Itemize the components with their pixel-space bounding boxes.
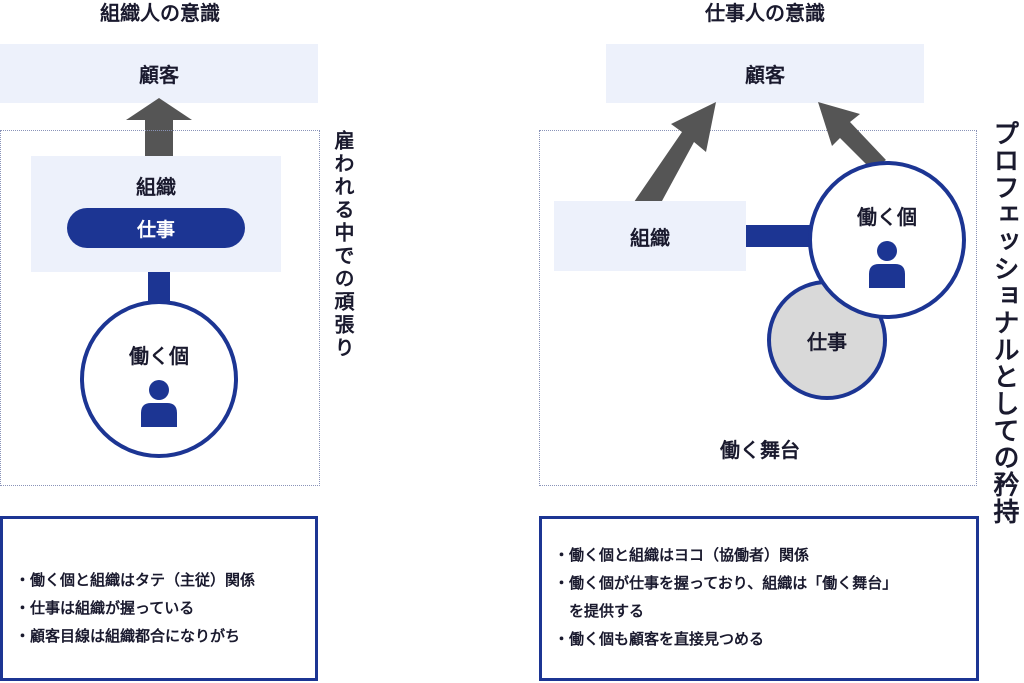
right-stage-label: 働く舞台 — [720, 438, 800, 462]
right-dotted-frame — [539, 130, 977, 486]
right-organization-label: 組織 — [630, 225, 670, 250]
left-customer-label: 顧客 — [139, 63, 179, 87]
right-organization-box: 組織 — [554, 201, 746, 271]
left-bullet-3: ・顧客目線は組織都合になりがち — [15, 627, 241, 645]
left-customer-box: 顧客 — [0, 44, 318, 103]
right-bullet-2: ・働く個が仕事を握っており、組織は「働く舞台」 — [554, 574, 898, 592]
left-connector — [148, 272, 170, 306]
left-job-pill: 仕事 — [67, 208, 245, 248]
right-bullet-2-cont: を提供する — [554, 602, 645, 620]
left-job-label: 仕事 — [136, 218, 175, 241]
left-bullet-2: ・仕事は組織が握っている — [15, 599, 195, 617]
right-arrow-from-individual — [818, 102, 886, 170]
right-individual-label: 働く個 — [857, 205, 917, 229]
right-arrow-from-organization — [634, 102, 716, 210]
left-organization-label: 組織 — [136, 175, 176, 199]
left-individual-circle: 働く個 — [80, 300, 238, 458]
left-dotted-frame — [0, 130, 320, 486]
right-bullet-box: ・働く個と組織はヨコ（協働者）関係 ・働く個が仕事を握っており、組織は「働く舞台… — [539, 516, 979, 681]
left-bullet-box: ・働く個と組織はタテ（主従）関係 ・仕事は組織が握っている ・顧客目線は組織都合… — [0, 516, 318, 681]
right-arrows — [634, 102, 886, 210]
left-up-arrow — [126, 98, 192, 156]
right-bullet-3: ・働く個も顧客を直接見つめる — [554, 630, 765, 648]
left-person-icon — [141, 380, 177, 427]
right-person-icon — [869, 241, 905, 288]
right-side-label: プロフェッショナルとしての矜持 — [989, 120, 1019, 525]
right-connector — [746, 225, 812, 247]
right-individual-circle: 働く個 — [808, 161, 966, 319]
right-bullet-1: ・働く個と組織はヨコ（協働者）関係 — [554, 546, 810, 564]
left-bullet-1: ・働く個と組織はタテ（主従）関係 — [15, 571, 256, 589]
left-title: 組織人の意識 — [100, 1, 220, 25]
right-customer-label: 顧客 — [745, 63, 785, 87]
left-individual-label: 働く個 — [129, 344, 189, 368]
right-title: 仕事人の意識 — [705, 1, 825, 25]
right-job-label: 仕事 — [807, 329, 847, 354]
right-customer-box: 顧客 — [606, 44, 924, 103]
left-side-label: 雇われる中での頑張り — [331, 130, 355, 360]
